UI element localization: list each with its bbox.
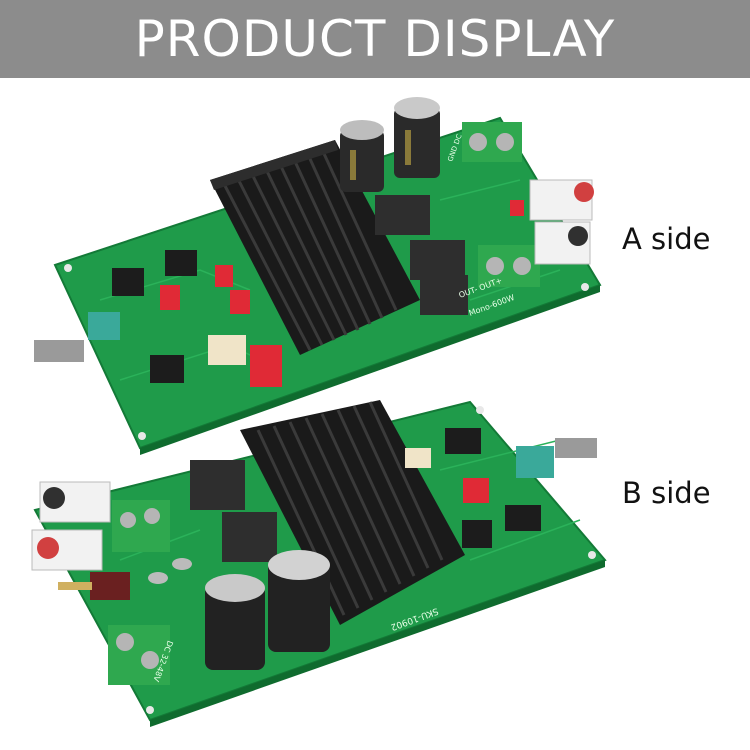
board-a-heatsink [210,140,420,355]
board-a-ics [112,250,197,383]
board-a-volume-knob [34,312,120,362]
board-b-volume-knob [516,438,597,478]
board-b-inductors [190,460,277,562]
a-side-label: A side [622,222,711,256]
board-b-rca-jacks [31,481,111,571]
board-b-terminals [108,500,170,685]
board-a-terminals [462,122,540,287]
page-title: PRODUCT DISPLAY [134,10,616,68]
board-a-rca-jacks [529,179,594,265]
b-side-label: B side [622,476,711,510]
board-b-power-switch [90,572,130,600]
board-a-capacitors [340,97,440,192]
board-a-inductors [375,195,468,315]
board-b-capacitors [148,550,330,670]
header-banner: PRODUCT DISPLAY [0,0,750,78]
